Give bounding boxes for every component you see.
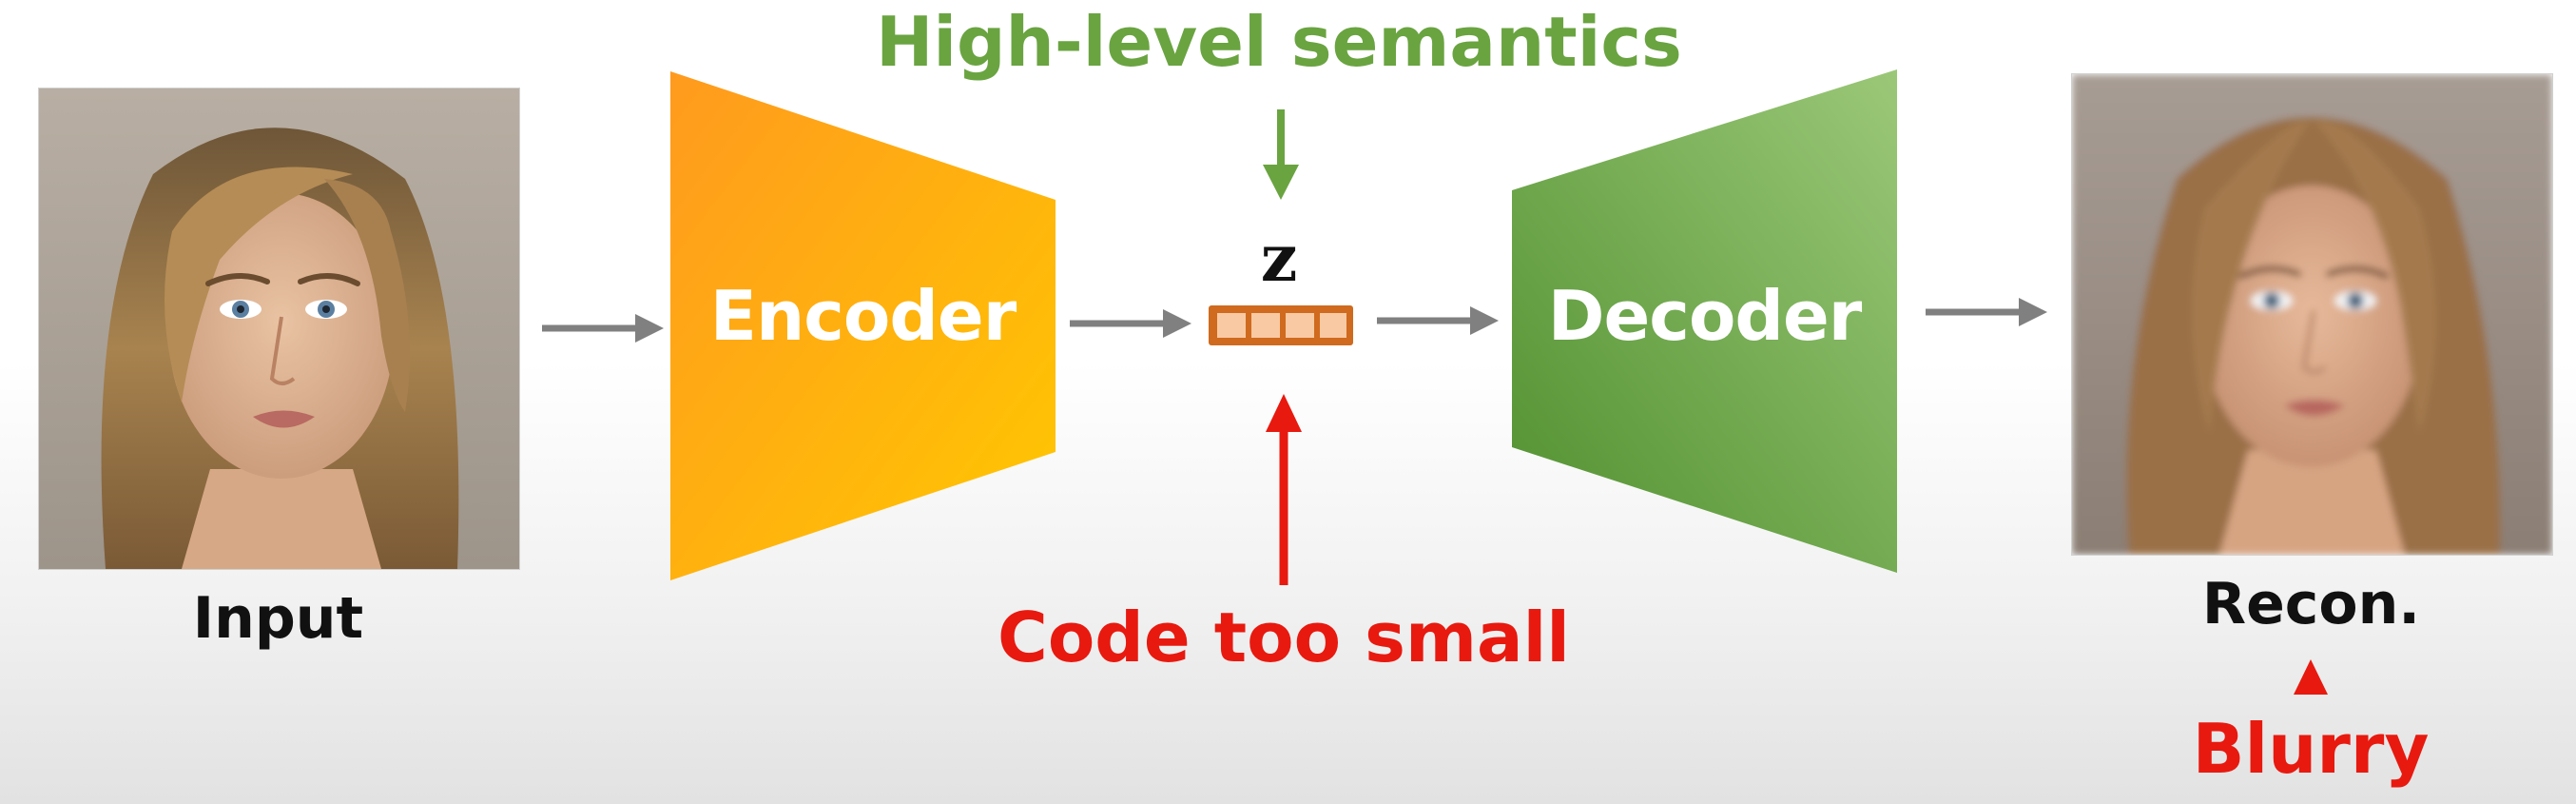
latent-code-vector bbox=[1209, 305, 1353, 345]
recon-label: Recon. bbox=[2201, 571, 2421, 637]
decoder-block bbox=[1512, 69, 1897, 573]
input-image bbox=[38, 88, 520, 570]
decoder-label: Decoder bbox=[1547, 276, 1863, 356]
input-label: Input bbox=[192, 585, 364, 652]
arrow-encoder-to-code bbox=[1070, 309, 1191, 338]
semantics-label: High-level semantics bbox=[876, 2, 1682, 82]
arrow-input-to-encoder bbox=[542, 314, 664, 343]
encoder-label: Encoder bbox=[709, 276, 1017, 356]
arrow-code-to-decoder bbox=[1377, 306, 1499, 335]
input-face-illustration bbox=[39, 88, 519, 569]
code-too-small-arrow bbox=[1266, 394, 1302, 585]
semantics-arrow bbox=[1263, 109, 1299, 200]
recon-image bbox=[2071, 73, 2553, 556]
code-too-small-label: Code too small bbox=[997, 598, 1570, 677]
arrow-decoder-to-recon bbox=[1926, 298, 2047, 326]
recon-face-illustration bbox=[2072, 74, 2552, 555]
latent-symbol: z bbox=[1260, 221, 1298, 297]
blurry-arrow-icon bbox=[2294, 659, 2328, 695]
encoder-block bbox=[670, 71, 1056, 580]
blurry-label: Blurry bbox=[2192, 709, 2430, 789]
